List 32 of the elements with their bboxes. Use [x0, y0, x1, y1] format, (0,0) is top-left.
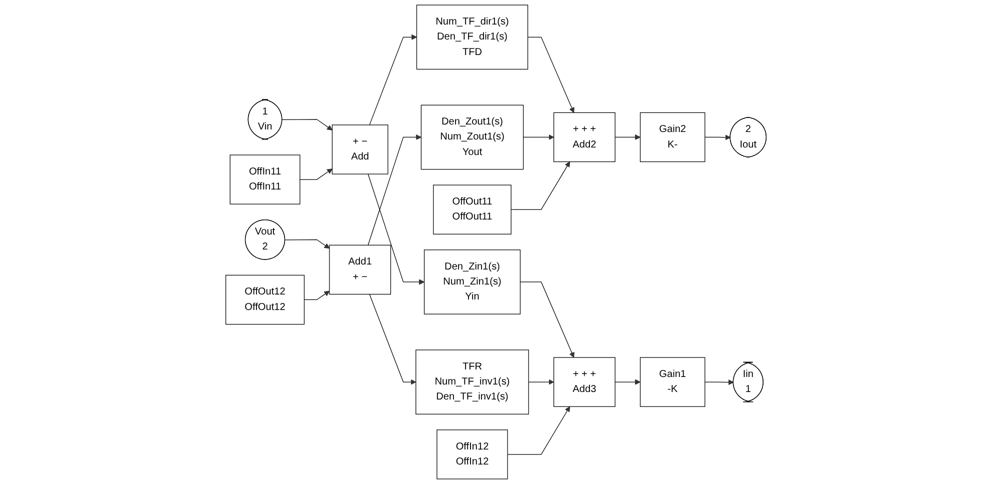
- arrow: [527, 36, 574, 113]
- node-box: [640, 357, 706, 407]
- node-box: [230, 154, 300, 204]
- arrow: [507, 406, 570, 455]
- arrow: [300, 168, 332, 180]
- node-box: [332, 124, 388, 174]
- node-box: [420, 104, 524, 170]
- arrow: [304, 290, 330, 300]
- node-box: [553, 357, 616, 407]
- node-box: [416, 350, 529, 414]
- arrow: [368, 134, 422, 246]
- node-box: [416, 4, 528, 70]
- node-box: [329, 244, 392, 295]
- arrow: [369, 34, 417, 126]
- arrow: [284, 239, 330, 249]
- node-box: [433, 184, 512, 234]
- arrow: [369, 294, 416, 385]
- arrow: [528, 379, 554, 385]
- arrow: [510, 162, 570, 210]
- node-box: [640, 112, 706, 162]
- arrow: [704, 379, 734, 386]
- node-box: [553, 112, 616, 162]
- arrow: [523, 134, 554, 140]
- arrow: [614, 379, 641, 385]
- arrow: [704, 134, 731, 140]
- arrow: [614, 134, 641, 140]
- node-box: [436, 430, 508, 480]
- node-box: [225, 274, 305, 325]
- arrow: [282, 119, 332, 130]
- arrow: [368, 174, 425, 285]
- node-box: [424, 250, 521, 314]
- arrow: [520, 282, 574, 358]
